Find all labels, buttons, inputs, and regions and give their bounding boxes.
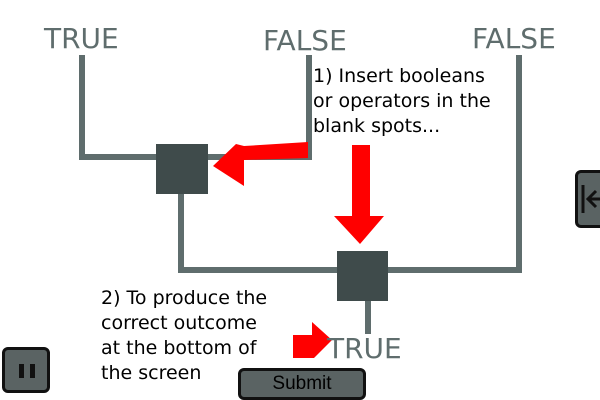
- input-true-label: TRUE: [44, 22, 119, 55]
- arrow-left-icon: [581, 185, 600, 213]
- submit-button[interactable]: Submit: [238, 368, 366, 400]
- wire-gate1-down: [178, 194, 337, 273]
- side-tab-button[interactable]: [575, 170, 600, 228]
- arrow-down-red: [334, 145, 384, 244]
- wire-false-input-2: [388, 55, 522, 273]
- instruction-step-2: 2) To produce the correct outcome at the…: [101, 287, 268, 384]
- input-false-label-1: FALSE: [263, 24, 347, 57]
- wire-true-input: [79, 55, 156, 160]
- instruction-step-1: 1) Insert booleans or operators in the b…: [313, 65, 491, 137]
- pause-button[interactable]: [2, 347, 50, 393]
- blank-slot-2[interactable]: [337, 251, 388, 301]
- arrow-left-red: [213, 142, 308, 186]
- arrow-right-red: [293, 322, 332, 358]
- input-false-label-2: FALSE: [472, 22, 556, 55]
- wire-false-input-1: [208, 55, 312, 160]
- blank-slot-1[interactable]: [156, 144, 208, 194]
- output-true-label: TRUE: [327, 332, 402, 365]
